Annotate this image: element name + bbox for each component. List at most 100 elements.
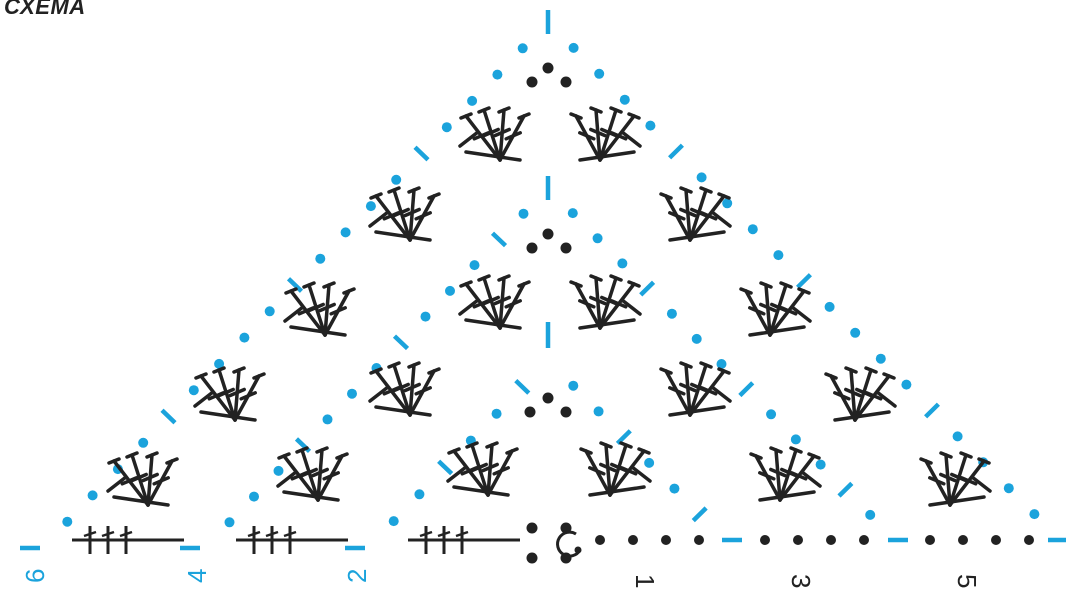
stitch-dot bbox=[691, 333, 702, 344]
stitch-dot bbox=[644, 457, 655, 468]
row-number-left: 4 bbox=[182, 569, 212, 583]
stitch-dot bbox=[790, 434, 801, 445]
chain-dot bbox=[958, 535, 968, 545]
stitch-dash bbox=[639, 280, 656, 297]
stitch-dot bbox=[62, 516, 73, 527]
fan-icon bbox=[569, 106, 642, 162]
chain-dot bbox=[542, 392, 554, 404]
fan-icon bbox=[458, 106, 531, 162]
fan-icon bbox=[579, 441, 652, 497]
stitch-dot bbox=[214, 358, 225, 369]
stitch-dot bbox=[315, 253, 326, 264]
stitch-dash bbox=[796, 273, 812, 289]
stitch-dot bbox=[388, 516, 399, 527]
stitch-dot bbox=[952, 431, 963, 442]
chain-dot bbox=[991, 535, 1001, 545]
stitch-dot bbox=[875, 353, 886, 364]
stitch-dot bbox=[1003, 483, 1014, 494]
stitch-dot bbox=[666, 308, 677, 319]
chain-dot bbox=[859, 535, 869, 545]
stitch-dot bbox=[619, 94, 630, 105]
stitch-dash bbox=[691, 506, 708, 523]
chain-dot bbox=[694, 535, 704, 545]
stitch-dash bbox=[490, 231, 508, 248]
fan-icon bbox=[193, 366, 266, 422]
fans-layer bbox=[72, 106, 992, 554]
chain-dot bbox=[925, 535, 935, 545]
chain-dot bbox=[526, 522, 538, 534]
fan-icon bbox=[458, 274, 531, 330]
stitch-dot bbox=[365, 201, 376, 212]
diagram-title: СХЕМА bbox=[4, 0, 86, 19]
chain-dot bbox=[1024, 535, 1034, 545]
row-number-left: 6 bbox=[20, 569, 50, 583]
stitch-dot bbox=[568, 380, 579, 391]
stitch-dot bbox=[773, 250, 784, 261]
stitch-dot bbox=[347, 388, 357, 399]
stitch-dash bbox=[437, 459, 454, 476]
stitch-dash bbox=[413, 145, 430, 162]
stitch-dot bbox=[696, 172, 707, 183]
stitch-dot bbox=[87, 490, 98, 501]
fan-icon bbox=[283, 281, 356, 337]
stitch-dash bbox=[160, 408, 177, 425]
chain-dot bbox=[560, 242, 572, 254]
stitch-dash bbox=[668, 143, 684, 160]
stitch-dot bbox=[594, 68, 605, 79]
stitch-dot bbox=[441, 122, 452, 133]
row-number-left: 2 bbox=[342, 569, 372, 583]
fan-icon bbox=[659, 361, 732, 417]
chain-dot bbox=[595, 535, 605, 545]
turning-chain bbox=[236, 526, 348, 554]
stitch-dot bbox=[224, 517, 235, 528]
stitch-dot bbox=[747, 224, 758, 235]
stitch-dot bbox=[264, 306, 275, 317]
chain-dot bbox=[661, 535, 671, 545]
stitch-dot bbox=[815, 459, 826, 470]
chain-dot bbox=[793, 535, 803, 545]
stitch-dash bbox=[837, 481, 854, 498]
stitch-dot bbox=[239, 332, 250, 343]
stitch-dot bbox=[850, 327, 861, 338]
turning-chain bbox=[72, 526, 184, 554]
stitch-dot bbox=[138, 437, 149, 448]
fan-icon bbox=[824, 366, 897, 422]
fan-icon bbox=[569, 274, 642, 330]
chain-dot bbox=[526, 552, 538, 564]
stitch-dot bbox=[567, 208, 578, 219]
chain-dot bbox=[560, 76, 572, 88]
turning-chain bbox=[408, 526, 520, 554]
stitch-dot bbox=[901, 379, 912, 390]
fan-icon bbox=[446, 441, 519, 497]
stitch-dot bbox=[645, 120, 656, 131]
stitch-dot bbox=[491, 408, 502, 419]
black-rows-layer bbox=[524, 62, 1034, 564]
stitch-dot bbox=[568, 42, 579, 53]
stitch-dot bbox=[492, 69, 503, 80]
blue-rows-layer bbox=[20, 10, 1066, 551]
stitch-dot bbox=[340, 227, 351, 238]
stitch-dot bbox=[766, 409, 777, 420]
stitch-dot bbox=[716, 359, 727, 369]
chain-dot bbox=[526, 242, 538, 254]
stitch-dot bbox=[273, 465, 284, 476]
stitch-dash bbox=[392, 334, 410, 351]
fan-icon bbox=[276, 446, 349, 502]
stitch-dash bbox=[738, 381, 755, 398]
stitch-dot bbox=[414, 489, 425, 500]
fan-icon bbox=[739, 281, 812, 337]
stitch-dot bbox=[420, 311, 431, 322]
stitch-dot bbox=[824, 301, 835, 312]
stitch-dot bbox=[1029, 509, 1040, 520]
row-number-right: 3 bbox=[786, 574, 816, 588]
chain-dot bbox=[542, 228, 554, 240]
stitch-dot bbox=[322, 414, 333, 425]
stitch-dash bbox=[924, 402, 940, 419]
fan-icon bbox=[368, 186, 441, 242]
stitch-dot bbox=[865, 509, 876, 520]
stitch-dot bbox=[391, 174, 402, 185]
stitch-dot bbox=[467, 95, 478, 106]
stitch-dot bbox=[669, 483, 680, 494]
fan-icon bbox=[368, 361, 441, 417]
